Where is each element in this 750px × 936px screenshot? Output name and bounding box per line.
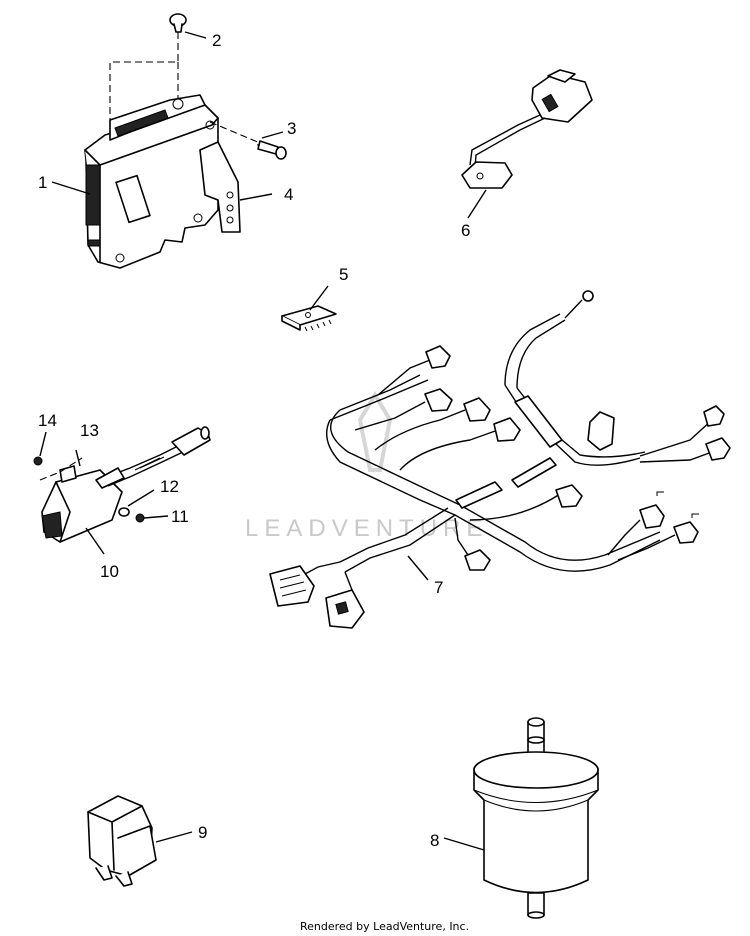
screw-14[interactable] [33, 456, 43, 466]
mount-line-screw-2 [109, 32, 179, 122]
callout-12: 12 [160, 477, 179, 496]
callout-2: 2 [212, 31, 221, 50]
washer-12[interactable] [118, 507, 130, 517]
callout-9: 9 [198, 823, 207, 842]
sensor-6[interactable] [461, 69, 593, 189]
terminal-block [114, 109, 169, 137]
chip-5[interactable] [281, 305, 337, 332]
callout-5: 5 [339, 265, 348, 284]
bolt-3[interactable] [257, 140, 287, 160]
callout-11: 11 [171, 507, 189, 526]
callout-10: 10 [100, 562, 119, 581]
callout-3: 3 [287, 119, 296, 138]
callout-7: 7 [434, 578, 443, 597]
callout-8: 8 [430, 831, 439, 850]
callout-1: 1 [38, 173, 47, 192]
nut-11[interactable] [135, 513, 145, 523]
control-box[interactable] [84, 94, 219, 269]
callouts: 1 2 3 4 5 6 7 8 9 10 11 12 13 14 [38, 31, 470, 850]
callout-4: 4 [284, 185, 293, 204]
switch-10[interactable] [41, 426, 211, 543]
callout-14: 14 [38, 411, 57, 430]
watermark-text: LEADVENTURE [245, 515, 488, 542]
fuel-filter-8[interactable] [473, 717, 599, 919]
wiring-harness-7[interactable] [269, 290, 731, 629]
watermark: LEADVENTURE [245, 391, 488, 542]
relay-9[interactable] [87, 795, 157, 887]
screw-2[interactable] [169, 13, 187, 33]
footer-credit: Rendered by LeadVenture, Inc. [300, 920, 469, 933]
bracket-4[interactable] [199, 141, 241, 233]
connector-slot [85, 164, 101, 226]
leader-lines [39, 31, 487, 851]
callout-6: 6 [461, 221, 470, 240]
callout-13: 13 [80, 421, 99, 440]
